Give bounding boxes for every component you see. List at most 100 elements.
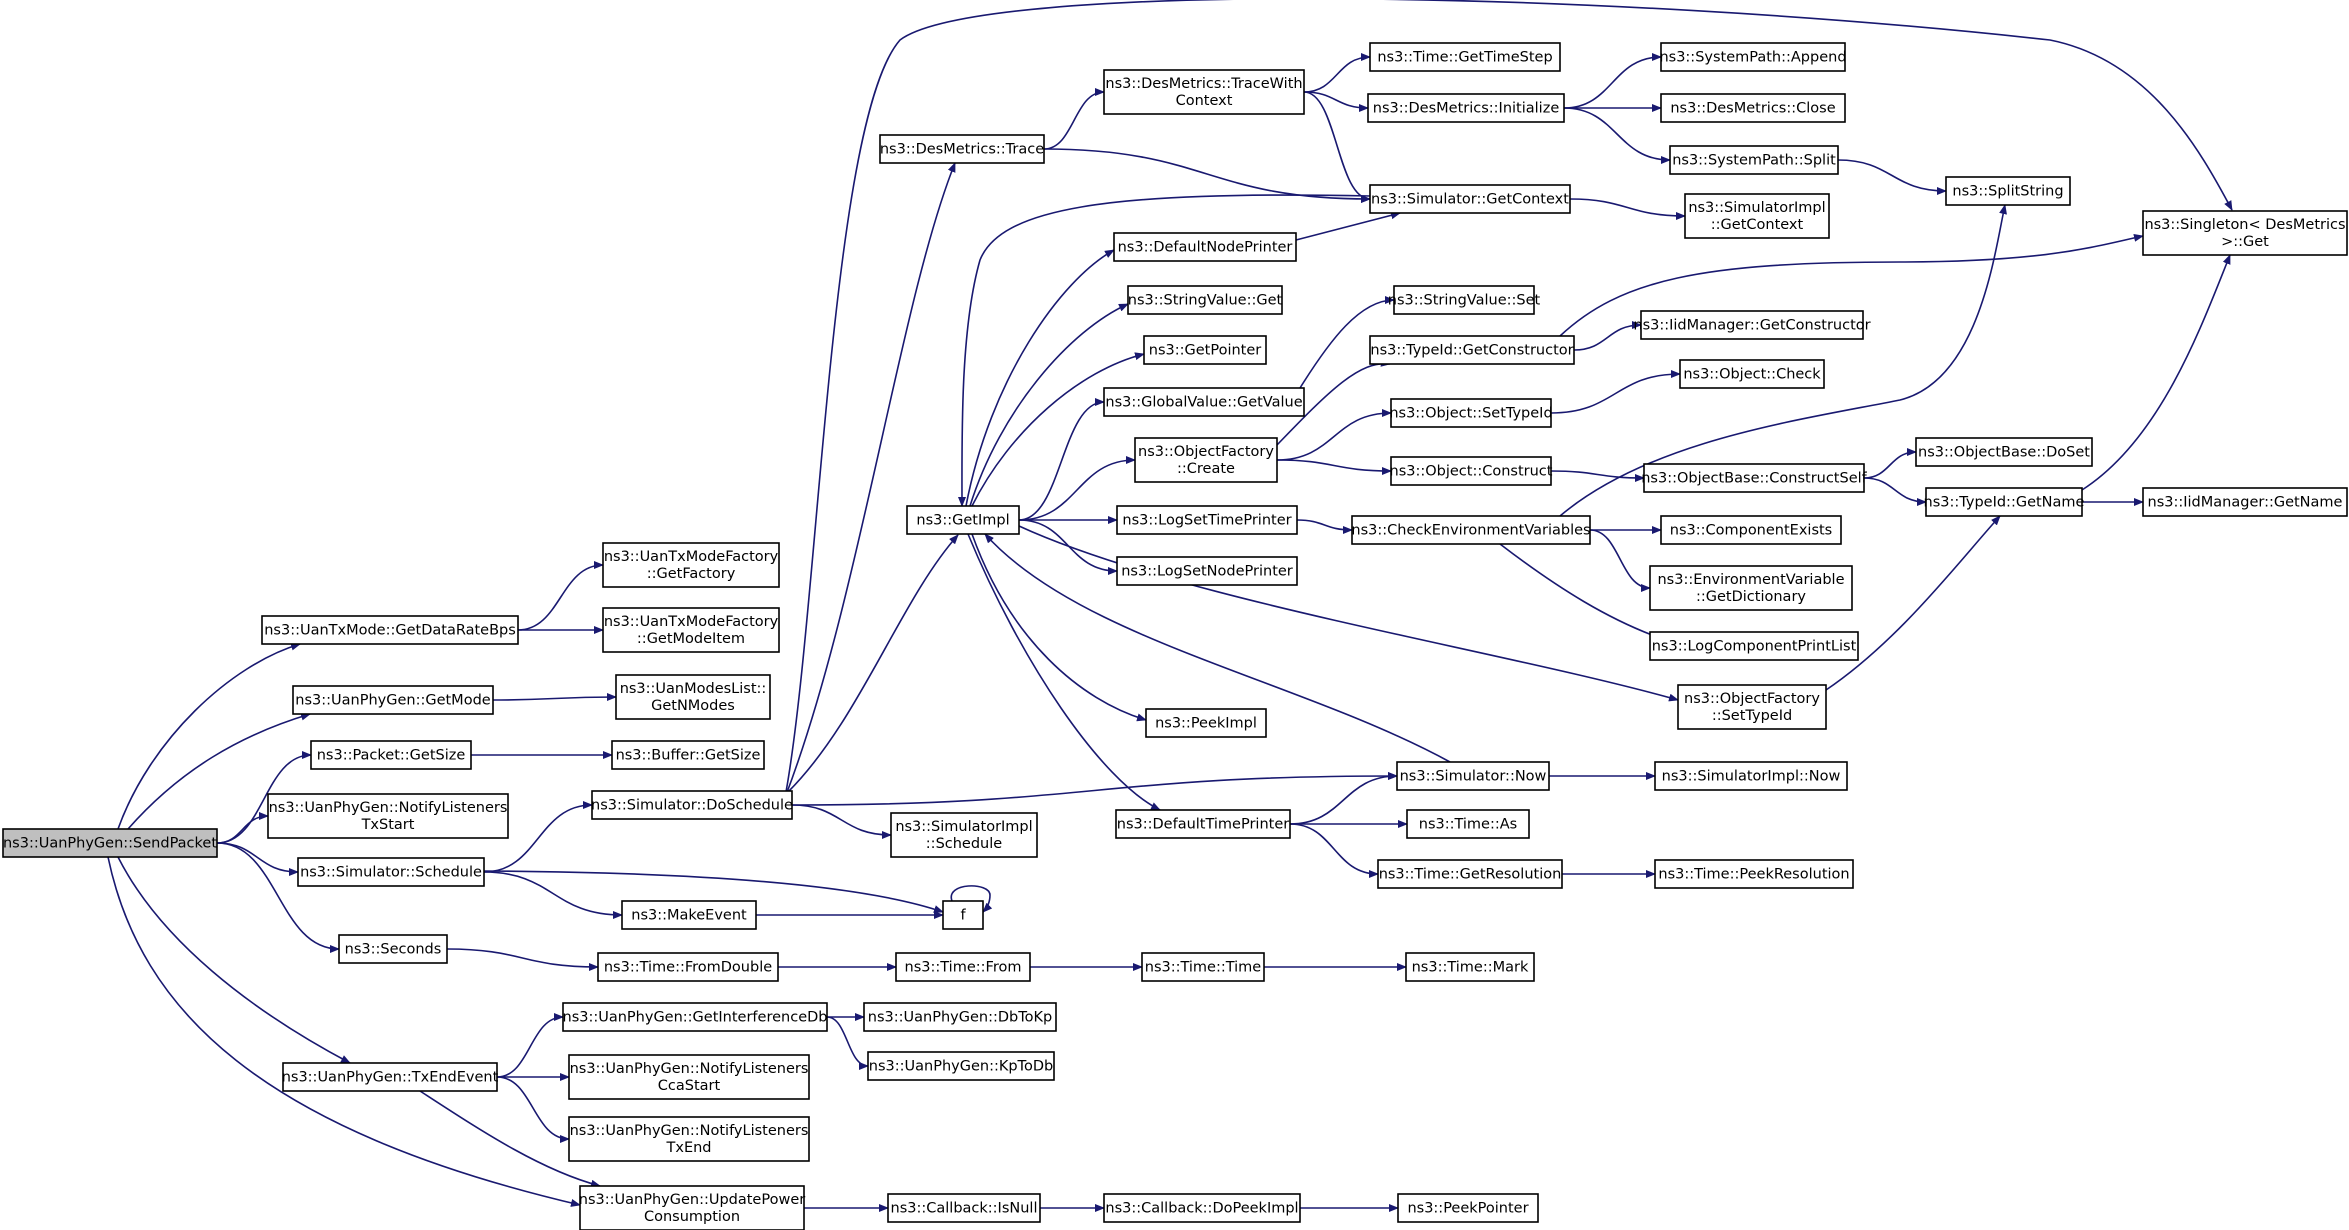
node-label: ns3::Packet::GetSize bbox=[317, 748, 466, 764]
node-type-id-get-name[interactable]: ns3::TypeId::GetName bbox=[1924, 487, 2085, 517]
node-box bbox=[310, 740, 472, 770]
node-singleton-get[interactable]: ns3::Singleton< DesMetrics >::Get bbox=[2142, 210, 2348, 256]
node-split-string[interactable]: ns3::SplitString bbox=[1945, 176, 2071, 206]
edge-get-impl-to-obj-factory-set-type-id bbox=[1018, 525, 1679, 702]
edge-trace-with-context-to-sim-get-context bbox=[1303, 91, 1371, 203]
node-des-trace[interactable]: ns3::DesMetrics::Trace bbox=[879, 134, 1045, 164]
node-schedule[interactable]: ns3::Simulator::Schedule bbox=[297, 857, 485, 887]
node-get-time-step[interactable]: ns3::Time::GetTimeStep bbox=[1369, 42, 1561, 72]
node-get-mode[interactable]: ns3::UanPhyGen::GetMode bbox=[292, 685, 494, 715]
node-component-exists[interactable]: ns3::ComponentExists bbox=[1660, 515, 1842, 545]
node-obj-factory-create[interactable]: ns3::ObjectFactory::Create bbox=[1134, 437, 1278, 483]
node-label: ns3::Seconds bbox=[345, 942, 442, 958]
node-log-component-print-list[interactable]: ns3::LogComponentPrintList bbox=[1649, 631, 1859, 661]
node-type-id-get-constructor[interactable]: ns3::TypeId::GetConstructor bbox=[1369, 335, 1575, 365]
nodes: ns3::UanPhyGen::SendPacket ns3::UanTxMode… bbox=[2, 42, 2348, 1230]
node-db-to-kp[interactable]: ns3::UanPhyGen::DbToKp bbox=[863, 1002, 1057, 1032]
node-sys-split[interactable]: ns3::SystemPath::Split bbox=[1669, 145, 1839, 175]
node-construct-self[interactable]: ns3::ObjectBase::ConstructSelf bbox=[1641, 463, 1868, 493]
node-sys-append[interactable]: ns3::SystemPath::Append bbox=[1659, 42, 1847, 72]
node-check-env-vars[interactable]: ns3::CheckEnvironmentVariables bbox=[1351, 515, 1591, 545]
node-log-set-node-printer[interactable]: ns3::LogSetNodePrinter bbox=[1116, 556, 1298, 586]
node-label: ns3::Object::Check bbox=[1683, 367, 1821, 383]
node-do-peek-impl[interactable]: ns3::Callback::DoPeekImpl bbox=[1103, 1193, 1301, 1223]
node-global-get-value[interactable]: ns3::GlobalValue::GetValue bbox=[1103, 387, 1305, 417]
node-impl-now[interactable]: ns3::SimulatorImpl::Now bbox=[1654, 761, 1848, 791]
node-get-impl[interactable]: ns3::GetImpl bbox=[906, 505, 1020, 535]
node-time-mark[interactable]: ns3::Time::Mark bbox=[1405, 952, 1535, 982]
node-get-resolution[interactable]: ns3::Time::GetResolution bbox=[1377, 859, 1563, 889]
node-get-mode-item[interactable]: ns3::UanTxModeFactory::GetModeItem bbox=[602, 607, 780, 653]
edge-des-trace-to-trace-with-context bbox=[1043, 88, 1105, 150]
node-label: f bbox=[960, 908, 966, 924]
node-get-pointer[interactable]: ns3::GetPointer bbox=[1143, 335, 1267, 365]
node-do-set[interactable]: ns3::ObjectBase::DoSet bbox=[1915, 437, 2093, 467]
node-label: ns3::SimulatorImpl::Now bbox=[1662, 769, 1841, 785]
node-box bbox=[1406, 809, 1530, 839]
node-f[interactable]: f bbox=[942, 900, 984, 930]
node-obj-factory-set-type-id[interactable]: ns3::ObjectFactory::SetTypeId bbox=[1677, 684, 1827, 730]
node-label: ns3::LogComponentPrintList bbox=[1652, 639, 1857, 655]
node-get-factory[interactable]: ns3::UanTxModeFactory::GetFactory bbox=[602, 542, 780, 588]
node-time-time[interactable]: ns3::Time::Time bbox=[1141, 952, 1265, 982]
node-label: ns3::Callback::IsNull bbox=[891, 1201, 1038, 1217]
edge-get-impl-to-get-pointer bbox=[971, 352, 1145, 507]
node-obj-check[interactable]: ns3::Object::Check bbox=[1679, 359, 1825, 389]
node-time-from[interactable]: ns3::Time::From bbox=[895, 952, 1031, 982]
node-label: ns3::Object::Construct bbox=[1390, 464, 1553, 480]
node-buffer-get-size[interactable]: ns3::Buffer::GetSize bbox=[611, 740, 765, 770]
node-label: ns3::UanPhyGen::UpdatePower bbox=[579, 1192, 805, 1208]
node-default-time-printer[interactable]: ns3::DefaultTimePrinter bbox=[1115, 809, 1291, 839]
node-sim-now[interactable]: ns3::Simulator::Now bbox=[1396, 761, 1550, 791]
node-obj-set-type-id[interactable]: ns3::Object::SetTypeId bbox=[1389, 398, 1553, 428]
node-tx-end-event[interactable]: ns3::UanPhyGen::TxEndEvent bbox=[282, 1062, 499, 1092]
node-iid-get-name[interactable]: ns3::IidManager::GetName bbox=[2142, 487, 2348, 517]
node-get-data-rate-bps[interactable]: ns3::UanTxMode::GetDataRateBps bbox=[261, 615, 519, 645]
edge-do-schedule-to-get-impl bbox=[787, 534, 959, 793]
node-des-initialize[interactable]: ns3::DesMetrics::Initialize bbox=[1367, 93, 1565, 123]
node-label: ns3::PeekImpl bbox=[1155, 716, 1257, 732]
node-string-value-set[interactable]: ns3::StringValue::Set bbox=[1388, 285, 1541, 315]
node-default-node-printer[interactable]: ns3::DefaultNodePrinter bbox=[1113, 232, 1297, 262]
node-impl-schedule[interactable]: ns3::SimulatorImpl::Schedule bbox=[890, 812, 1038, 858]
node-box bbox=[611, 740, 765, 770]
node-box bbox=[1367, 93, 1565, 123]
node-label: ns3::SimulatorImpl bbox=[895, 819, 1032, 835]
node-obj-construct[interactable]: ns3::Object::Construct bbox=[1390, 456, 1553, 486]
node-des-close[interactable]: ns3::DesMetrics::Close bbox=[1660, 93, 1846, 123]
node-sim-get-context[interactable]: ns3::Simulator::GetContext bbox=[1369, 184, 1571, 214]
node-label: ns3::SystemPath::Split bbox=[1672, 153, 1836, 169]
node-peek-resolution[interactable]: ns3::Time::PeekResolution bbox=[1654, 859, 1854, 889]
node-iid-get-constructor[interactable]: ns3::IidManager::GetConstructor bbox=[1633, 310, 1871, 340]
node-box bbox=[1369, 42, 1561, 72]
node-label: ns3::ComponentExists bbox=[1670, 523, 1833, 539]
node-box bbox=[906, 505, 1020, 535]
node-peek-impl[interactable]: ns3::PeekImpl bbox=[1145, 708, 1267, 738]
node-time-as[interactable]: ns3::Time::As bbox=[1406, 809, 1530, 839]
node-seconds[interactable]: ns3::Seconds bbox=[338, 934, 448, 964]
node-from-double[interactable]: ns3::Time::FromDouble bbox=[597, 952, 779, 982]
node-packet-get-size[interactable]: ns3::Packet::GetSize bbox=[310, 740, 472, 770]
node-get-nmodes[interactable]: ns3::UanModesList::GetNModes bbox=[615, 674, 771, 720]
node-is-null[interactable]: ns3::Callback::IsNull bbox=[887, 1193, 1041, 1223]
node-label: ns3::LogSetTimePrinter bbox=[1122, 513, 1291, 529]
node-string-value-get[interactable]: ns3::StringValue::Get bbox=[1127, 285, 1283, 315]
edge-sim-now-to-get-impl bbox=[984, 533, 1451, 763]
node-do-schedule[interactable]: ns3::Simulator::DoSchedule bbox=[591, 790, 793, 820]
node-impl-get-context[interactable]: ns3::SimulatorImpl::GetContext bbox=[1684, 193, 1830, 239]
node-label: ns3::PeekPointer bbox=[1407, 1201, 1528, 1217]
node-send-packet[interactable]: ns3::UanPhyGen::SendPacket bbox=[2, 828, 218, 858]
node-log-set-time-printer[interactable]: ns3::LogSetTimePrinter bbox=[1116, 505, 1298, 535]
node-kp-to-db[interactable]: ns3::UanPhyGen::KpToDb bbox=[867, 1051, 1055, 1081]
edge-f-to-f bbox=[950, 885, 993, 913]
node-peek-pointer[interactable]: ns3::PeekPointer bbox=[1397, 1193, 1539, 1223]
node-get-interference-db[interactable]: ns3::UanPhyGen::GetInterferenceDb bbox=[562, 1002, 828, 1032]
node-env-get-dictionary[interactable]: ns3::EnvironmentVariable::GetDictionary bbox=[1649, 565, 1853, 611]
node-label: ns3::DefaultNodePrinter bbox=[1118, 240, 1293, 256]
node-make-event[interactable]: ns3::MakeEvent bbox=[621, 900, 757, 930]
